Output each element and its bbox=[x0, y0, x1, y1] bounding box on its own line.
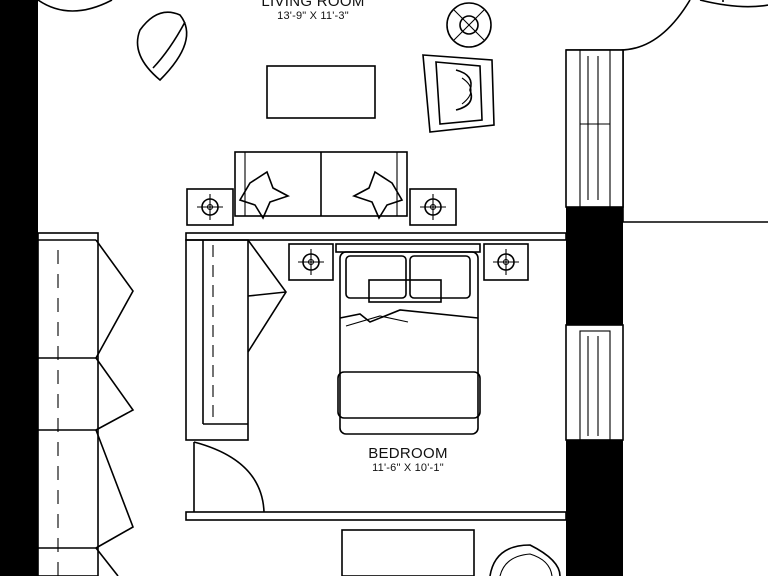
bottom-chair bbox=[489, 544, 561, 576]
partition-wall bbox=[185, 232, 567, 241]
bottom-table bbox=[341, 529, 475, 576]
nightstand-left bbox=[288, 243, 334, 281]
upper-window bbox=[565, 49, 624, 208]
sofa bbox=[234, 151, 408, 220]
bottom-chair-arc bbox=[499, 553, 553, 576]
bedroom-closet bbox=[185, 239, 287, 441]
living-room-label: LIVING ROOM 13'-9" X 11'-3" bbox=[213, 0, 413, 22]
bed bbox=[335, 243, 481, 435]
bedroom-dimensions: 11'-6" X 10'-1" bbox=[372, 462, 444, 474]
left-closet-strip bbox=[37, 232, 135, 576]
coffee-table bbox=[266, 65, 376, 119]
nightstand-right bbox=[483, 243, 529, 281]
bedroom-name: BEDROOM bbox=[368, 445, 448, 462]
lamp-table-top bbox=[446, 2, 492, 48]
right-wall-segment-lower bbox=[566, 440, 623, 576]
sofa-side-table-left bbox=[186, 188, 234, 226]
bedroom-door bbox=[193, 441, 265, 513]
lower-window bbox=[565, 324, 624, 441]
sofa-side-table-right bbox=[409, 188, 457, 226]
living-room-name: LIVING ROOM bbox=[261, 0, 365, 10]
living-room-dimensions: 13'-9" X 11'-3" bbox=[277, 10, 349, 22]
left-exterior-wall bbox=[0, 0, 38, 576]
right-wall-segment-upper bbox=[566, 207, 623, 331]
living-room-right-door-swing bbox=[566, 0, 691, 51]
armchair bbox=[422, 54, 495, 133]
bottom-partition-wall bbox=[185, 511, 567, 521]
living-room-right-curve bbox=[699, 0, 768, 8]
living-room-door-swing bbox=[37, 0, 113, 12]
round-chair bbox=[136, 11, 188, 82]
bedroom-label: BEDROOM 11'-6" X 10'-1" bbox=[308, 445, 508, 474]
